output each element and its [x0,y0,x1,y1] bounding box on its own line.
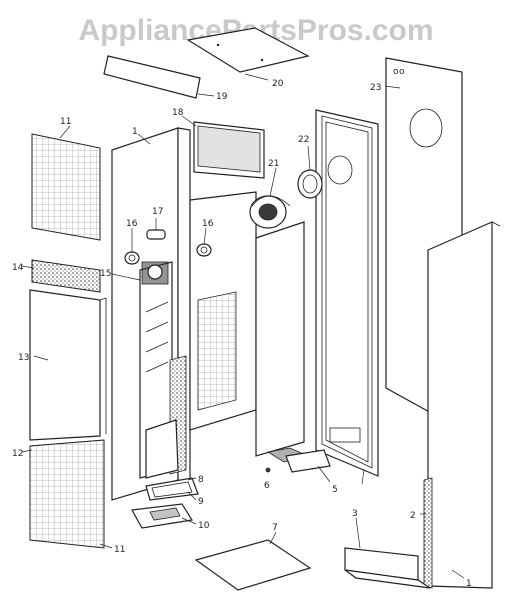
callout-16a: 16 [126,219,138,229]
callout-9: 9 [198,497,204,507]
part-13-front-panel[interactable] [29,289,107,441]
callout-7: 7 [272,523,278,533]
part-middle-panel[interactable] [255,221,310,473]
callout-16b: 16 [202,219,214,229]
callout-14: 14 [12,263,24,273]
callout-1a: 1 [132,127,138,137]
callout-17: 17 [152,207,163,217]
part-15-heat-exchanger[interactable] [139,261,187,479]
callout-12: 12 [12,449,23,459]
part-10-base-tray[interactable] [131,503,193,529]
svg-text:o: o [399,67,405,77]
part-11-upper-grille[interactable] [31,133,101,241]
callout-15: 15 [100,269,111,279]
part-14-insulation-strip[interactable] [31,259,101,293]
callout-18: 18 [172,108,184,118]
callout-13: 13 [18,353,29,363]
callout-11b: 11 [114,545,125,555]
part-7-bottom-plate[interactable] [194,539,312,591]
leader-lines [21,73,465,579]
callout-3: 3 [352,509,358,519]
part-16-grommet-left[interactable] [124,251,140,265]
part-18-top-opening[interactable] [193,121,265,179]
callout-2: 2 [410,511,416,521]
callout-23: 23 [370,83,381,93]
svg-text:o: o [393,67,399,77]
callout-22: 22 [298,135,309,145]
callout-21: 21 [268,159,279,169]
part-17-clip[interactable] [146,229,166,240]
part-20-top-plate[interactable] [186,27,310,73]
part-11-lower-grille[interactable] [29,439,105,549]
callout-20: 20 [272,79,284,89]
callout-6: 6 [264,481,270,491]
callout-1b: 1 [466,579,472,589]
part-3-base-bracket[interactable] [344,547,431,589]
part-19-top-strip[interactable] [103,55,201,99]
part-22-rear-frame[interactable] [315,109,379,477]
part-16-grommet-right[interactable] [196,243,212,257]
callout-19: 19 [216,92,228,102]
callout-10: 10 [198,521,210,531]
part-9-gasket[interactable] [145,477,199,501]
part-21-blower-housing[interactable] [249,195,291,229]
callout-labels: 20 19 23 18 1 11 22 21 17 16 16 14 15 13… [12,79,472,589]
part-2-front-right-panel[interactable] [423,221,501,589]
part-5-bracket[interactable] [285,449,331,473]
callout-5: 5 [332,485,338,495]
callout-11a: 11 [60,117,71,127]
callout-8: 8 [198,475,204,485]
part-22-ring[interactable] [297,169,323,199]
